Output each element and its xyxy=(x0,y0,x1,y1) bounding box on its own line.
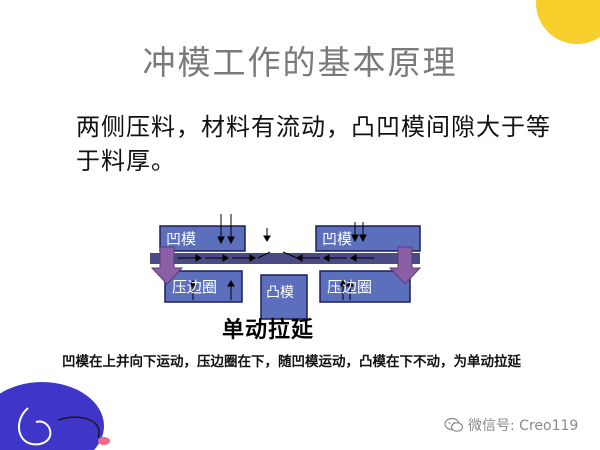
holder-right xyxy=(319,270,411,303)
diagram-caption: 单动拉延 xyxy=(222,318,315,343)
die-left-label: 凹模 xyxy=(166,230,196,248)
arrow-down-right xyxy=(388,246,422,285)
holder-arrows xyxy=(189,280,354,300)
watermark-text: 微信号: Creo119 xyxy=(468,418,579,434)
explanation-text: 凹模在上并向下运动，压边圈在下，随凹模运动，凸模在下不动，为单动拉延 xyxy=(62,354,521,370)
press-arrow-center xyxy=(263,228,271,242)
wechat-icon xyxy=(444,417,464,432)
slide-title: 冲模工作的基本原理 xyxy=(142,43,458,82)
punch xyxy=(260,274,308,320)
holder-right-label: 压边圈 xyxy=(327,278,372,296)
bottom-decoration xyxy=(0,382,110,450)
arrow-down-left xyxy=(150,246,184,285)
press-arrows-right xyxy=(351,222,367,243)
holder-left-label: 压边圈 xyxy=(172,278,217,296)
die-right-label: 凹模 xyxy=(322,230,352,248)
flow-arrows xyxy=(178,251,374,262)
sheet-band xyxy=(150,253,420,264)
punch-label: 凸模 xyxy=(266,285,294,301)
watermark: 微信号: Creo119 xyxy=(444,415,578,435)
body-text: 两侧压料，材料有流动，凸凹模间隙大于等于料厚。 xyxy=(76,113,551,175)
press-arrows-left xyxy=(217,214,235,245)
